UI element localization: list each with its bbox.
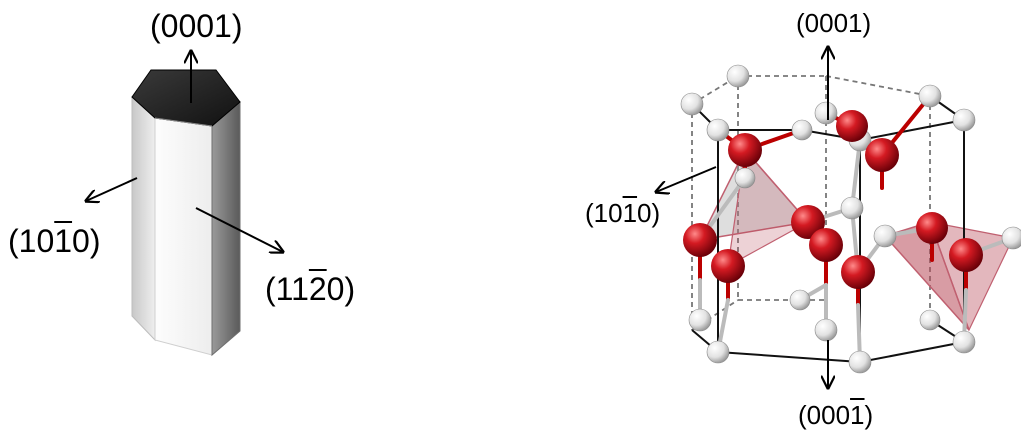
miller-suffix: 0) xyxy=(326,271,356,307)
zinc-atom xyxy=(840,196,864,220)
wurtzite-unit-cell xyxy=(680,64,1021,374)
oxygen-atom xyxy=(836,110,868,142)
arrow-11-20-left xyxy=(195,207,283,252)
oxygen-atom xyxy=(916,212,948,244)
miller-bar-digit: 1 xyxy=(622,198,638,228)
oxygen-atom xyxy=(791,205,825,239)
zinc-atom xyxy=(952,330,976,354)
miller-prefix: (11 xyxy=(265,271,309,307)
arrow-10-10-right xyxy=(656,166,717,192)
miller-prefix: (10 xyxy=(8,223,55,259)
zinc-atom xyxy=(791,119,813,141)
miller-prefix: (000 xyxy=(798,400,851,430)
oxygen-atom xyxy=(711,249,745,283)
zinc-atom xyxy=(688,308,712,332)
label-11-20-left: (1120) xyxy=(265,273,355,305)
miller-bar-digit: 1 xyxy=(850,400,865,430)
zinc-atom xyxy=(734,167,756,189)
zinc-atom xyxy=(726,64,750,88)
miller-suffix: 0) xyxy=(637,198,661,228)
oxygen-atom xyxy=(841,255,875,289)
arrow-10-10-left xyxy=(86,177,138,201)
zinc-atom xyxy=(918,84,942,108)
oxygen-atom xyxy=(728,133,762,167)
zinc-atom xyxy=(848,350,872,374)
zinc-atom xyxy=(1001,226,1021,250)
zinc-atom xyxy=(919,309,941,331)
oxygen-atom xyxy=(865,138,899,172)
oxygen-atom xyxy=(683,223,717,257)
miller-suffix: ) xyxy=(864,400,874,430)
zinc-atom xyxy=(789,289,811,311)
label-10-10-right: (1010) xyxy=(585,200,660,226)
label-10-10-left: (1010) xyxy=(8,225,101,257)
miller-bar-digit: 2 xyxy=(308,271,327,307)
zinc-atom xyxy=(873,224,897,248)
hexagonal-prism-crystal xyxy=(131,69,241,357)
zinc-atom xyxy=(706,340,730,364)
miller-bar-digit: 1 xyxy=(54,223,73,259)
oxygen-atom xyxy=(949,238,983,272)
label-000-1-right: (0001) xyxy=(798,402,873,428)
prism-face-left xyxy=(131,95,156,342)
label-0001-left: (0001) xyxy=(150,8,243,44)
zinc-atom xyxy=(814,318,838,342)
oxygen-atom xyxy=(809,228,843,262)
label-0001-right: (0001) xyxy=(796,8,872,38)
zinc-atom xyxy=(814,101,838,125)
prism-face-front xyxy=(154,117,213,356)
zinc-atom xyxy=(680,92,704,116)
zinc-atom xyxy=(952,108,976,132)
miller-prefix: (10 xyxy=(585,198,623,228)
miller-suffix: 0) xyxy=(72,223,101,259)
zinc-atom xyxy=(706,118,730,142)
